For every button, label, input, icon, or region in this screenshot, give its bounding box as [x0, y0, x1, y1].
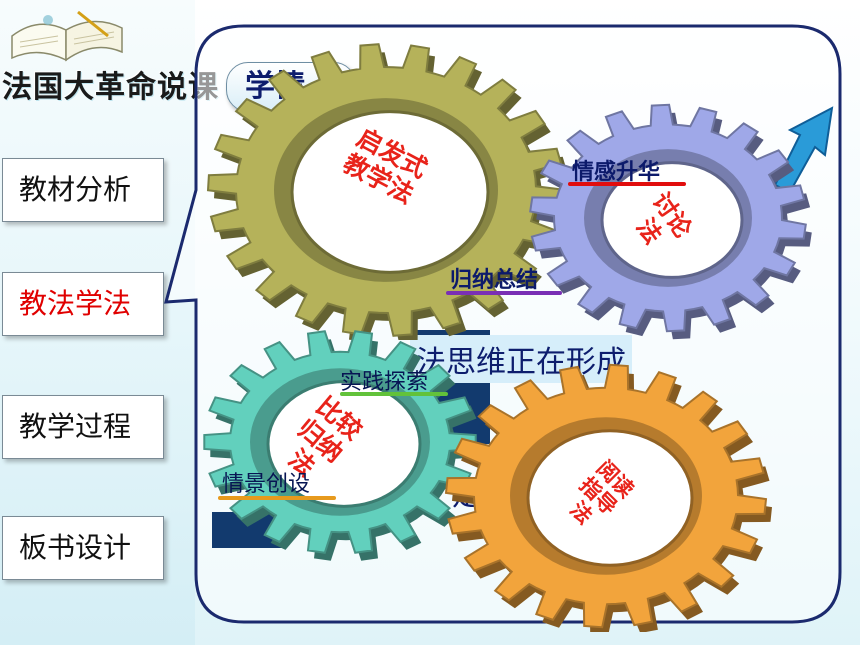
- gear-heuristic: [206, 43, 570, 340]
- nav-item-teaching-process[interactable]: 教学过程: [2, 395, 164, 459]
- gear-discussion: [529, 103, 812, 340]
- tag-underline: [446, 291, 562, 295]
- tag-practice: 实践探索: [340, 370, 429, 395]
- tag-emotion: 情感升华: [572, 160, 661, 185]
- nav-item-board-design[interactable]: 板书设计: [2, 516, 164, 580]
- nav-item-teaching-methods[interactable]: 教法学法: [2, 272, 164, 336]
- tag-underline: [568, 182, 686, 186]
- tag-summary: 归纳总结: [450, 268, 539, 293]
- gear-reading: [444, 363, 772, 632]
- open-book-icon: [11, 10, 123, 62]
- course-title: 法国大革命说课: [2, 70, 219, 105]
- nav-item-textbook-analysis[interactable]: 教材分析: [2, 158, 164, 222]
- tag-underline: [218, 496, 336, 500]
- tag-underline: [340, 392, 448, 396]
- tag-scenario: 情景创设: [222, 472, 311, 497]
